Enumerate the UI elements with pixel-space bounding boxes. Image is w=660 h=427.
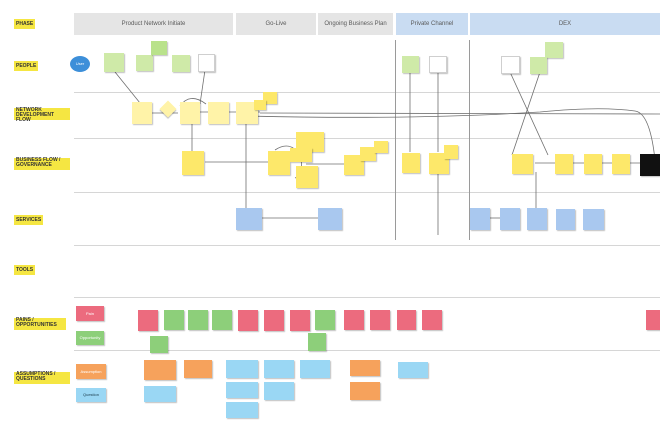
lane-divider [74, 350, 660, 351]
row-label-network: NETWORK DEVELOPMENT FLOW [14, 108, 70, 123]
sticky-note[interactable] [374, 141, 388, 153]
sticky-note[interactable] [584, 154, 602, 174]
row-label-tools: TOOLS [14, 265, 36, 275]
sticky-note[interactable] [198, 54, 215, 72]
sticky-note[interactable] [180, 102, 200, 124]
sticky-note[interactable] [640, 154, 660, 176]
lane-divider [74, 92, 660, 93]
phase-header: Ongoing Business Plan [318, 13, 393, 35]
row-label-phase: PHASE [14, 19, 36, 29]
sticky-note[interactable] [583, 209, 604, 230]
sticky-note[interactable] [144, 360, 176, 380]
sticky-note[interactable] [136, 55, 153, 71]
sticky-note[interactable] [132, 102, 152, 124]
sticky-note[interactable] [151, 41, 167, 55]
sticky-note[interactable] [402, 56, 419, 73]
sticky-note[interactable] [344, 155, 364, 175]
sticky-note[interactable] [422, 310, 442, 330]
sticky-note[interactable] [397, 310, 416, 330]
sticky-note[interactable] [470, 208, 490, 230]
sticky-note[interactable] [104, 53, 124, 72]
sticky-note[interactable] [226, 360, 258, 378]
sticky-note[interactable] [545, 42, 563, 58]
sticky-note[interactable] [144, 386, 176, 402]
sticky-note[interactable] [500, 208, 520, 230]
row-label-pain: PAINS / OPPORTUNITIES [14, 318, 66, 330]
sticky-note[interactable] [254, 100, 266, 110]
sticky-note[interactable] [646, 310, 660, 330]
sticky-note[interactable] [164, 310, 184, 330]
sticky-note[interactable] [308, 333, 326, 351]
sticky-note[interactable] [555, 154, 573, 174]
sticky-note[interactable] [150, 336, 168, 353]
lane-divider [74, 245, 660, 246]
sticky-note[interactable] [360, 147, 376, 161]
sticky-note[interactable] [290, 148, 312, 162]
sticky-note[interactable] [530, 57, 547, 74]
sticky-note[interactable] [296, 166, 318, 188]
sticky-note[interactable] [556, 209, 575, 230]
sticky-note[interactable] [350, 360, 380, 376]
phase-header: Product Network Initiate [74, 13, 233, 35]
lane-divider [74, 192, 660, 193]
sticky-note[interactable] [290, 310, 310, 331]
phase-header: DEX [470, 13, 660, 35]
sticky-note[interactable] [182, 151, 204, 175]
row-label-services: SERVICES [14, 215, 44, 225]
lane-divider [74, 138, 660, 139]
sticky-note[interactable] [188, 310, 208, 330]
sticky-note[interactable] [212, 310, 232, 330]
legend-pain: Pain [76, 306, 104, 321]
sticky-note[interactable] [238, 310, 258, 331]
sticky-note[interactable] [138, 310, 158, 331]
lane-divider [74, 297, 660, 298]
sticky-note[interactable] [172, 55, 190, 72]
phase-separator [469, 40, 470, 240]
sticky-note[interactable] [429, 56, 447, 73]
row-label-people: PEOPLE [14, 61, 39, 71]
row-label-questions: ASSUMPTIONS / QUESTIONS [14, 372, 70, 384]
sticky-note[interactable] [512, 154, 533, 174]
row-label-business: BUSINESS FLOW / GOVERNANCE [14, 158, 70, 170]
sticky-note[interactable] [402, 153, 420, 173]
sticky-note[interactable] [501, 56, 520, 74]
sticky-note[interactable] [264, 360, 294, 378]
sticky-note[interactable] [296, 132, 324, 152]
phase-separator [395, 40, 396, 240]
sticky-note[interactable] [184, 360, 212, 378]
sticky-note[interactable] [344, 310, 364, 330]
legend-opportunity: Opportunity [76, 331, 104, 345]
sticky-note[interactable] [300, 360, 330, 378]
sticky-note[interactable] [226, 402, 258, 418]
legend-question: Question [76, 388, 106, 402]
sticky-note[interactable] [264, 382, 294, 400]
phase-header: Go-Live [236, 13, 316, 35]
sticky-note[interactable] [350, 382, 380, 400]
phase-header: Private Channel [396, 13, 468, 35]
sticky-note[interactable] [527, 208, 547, 230]
sticky-note[interactable] [398, 362, 428, 378]
persona-avatar[interactable]: User [70, 56, 90, 72]
sticky-note[interactable] [263, 92, 277, 104]
sticky-note[interactable] [268, 151, 290, 175]
sticky-note[interactable] [208, 102, 229, 124]
sticky-note[interactable] [370, 310, 390, 330]
sticky-note[interactable] [236, 208, 262, 230]
sticky-note[interactable] [444, 145, 458, 159]
sticky-note[interactable] [236, 102, 258, 124]
sticky-note[interactable] [612, 154, 630, 174]
sticky-note[interactable] [315, 310, 335, 330]
sticky-note[interactable] [264, 310, 284, 331]
sticky-note[interactable] [226, 382, 258, 398]
sticky-note[interactable] [318, 208, 342, 230]
legend-assumption: Assumption [76, 364, 106, 379]
